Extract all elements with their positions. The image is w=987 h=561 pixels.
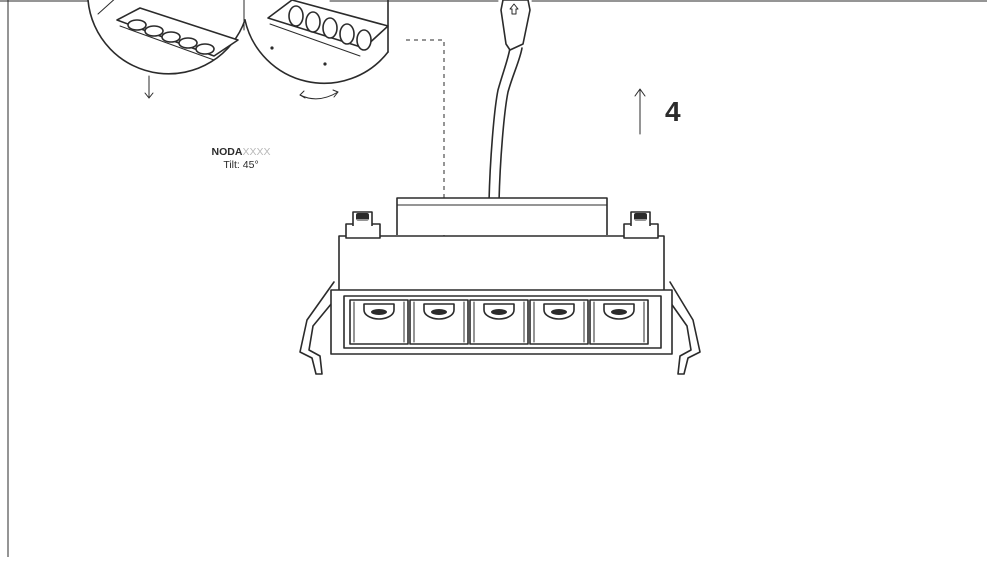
led-cells [349, 299, 649, 345]
driver-housing [396, 197, 608, 235]
led-cells-tilted [288, 5, 372, 51]
detail-circle-push [87, 0, 246, 99]
led-lenses [363, 303, 635, 320]
spring-clip-left [299, 281, 342, 375]
model-name: NODAXXXX [176, 146, 306, 159]
model-suffix: XXXX [242, 146, 271, 158]
model-prefix: NODA [211, 146, 243, 158]
connector [500, 0, 531, 51]
screw-left-icon [345, 211, 381, 239]
arrow-down-icon [144, 75, 154, 99]
cable [488, 47, 523, 203]
tilt-label: Tilt: 45° [223, 159, 259, 171]
arrow-up-icon [634, 88, 646, 135]
screw-right-icon [623, 211, 659, 239]
tilt-arrow-icon [299, 89, 339, 100]
step-number: 4 [665, 96, 681, 127]
led-cells-left [127, 19, 215, 55]
led-fixture [299, 197, 701, 375]
detail-circle-tilt [244, 0, 389, 100]
spring-clip-right [662, 281, 701, 375]
fixture-body [338, 235, 665, 290]
